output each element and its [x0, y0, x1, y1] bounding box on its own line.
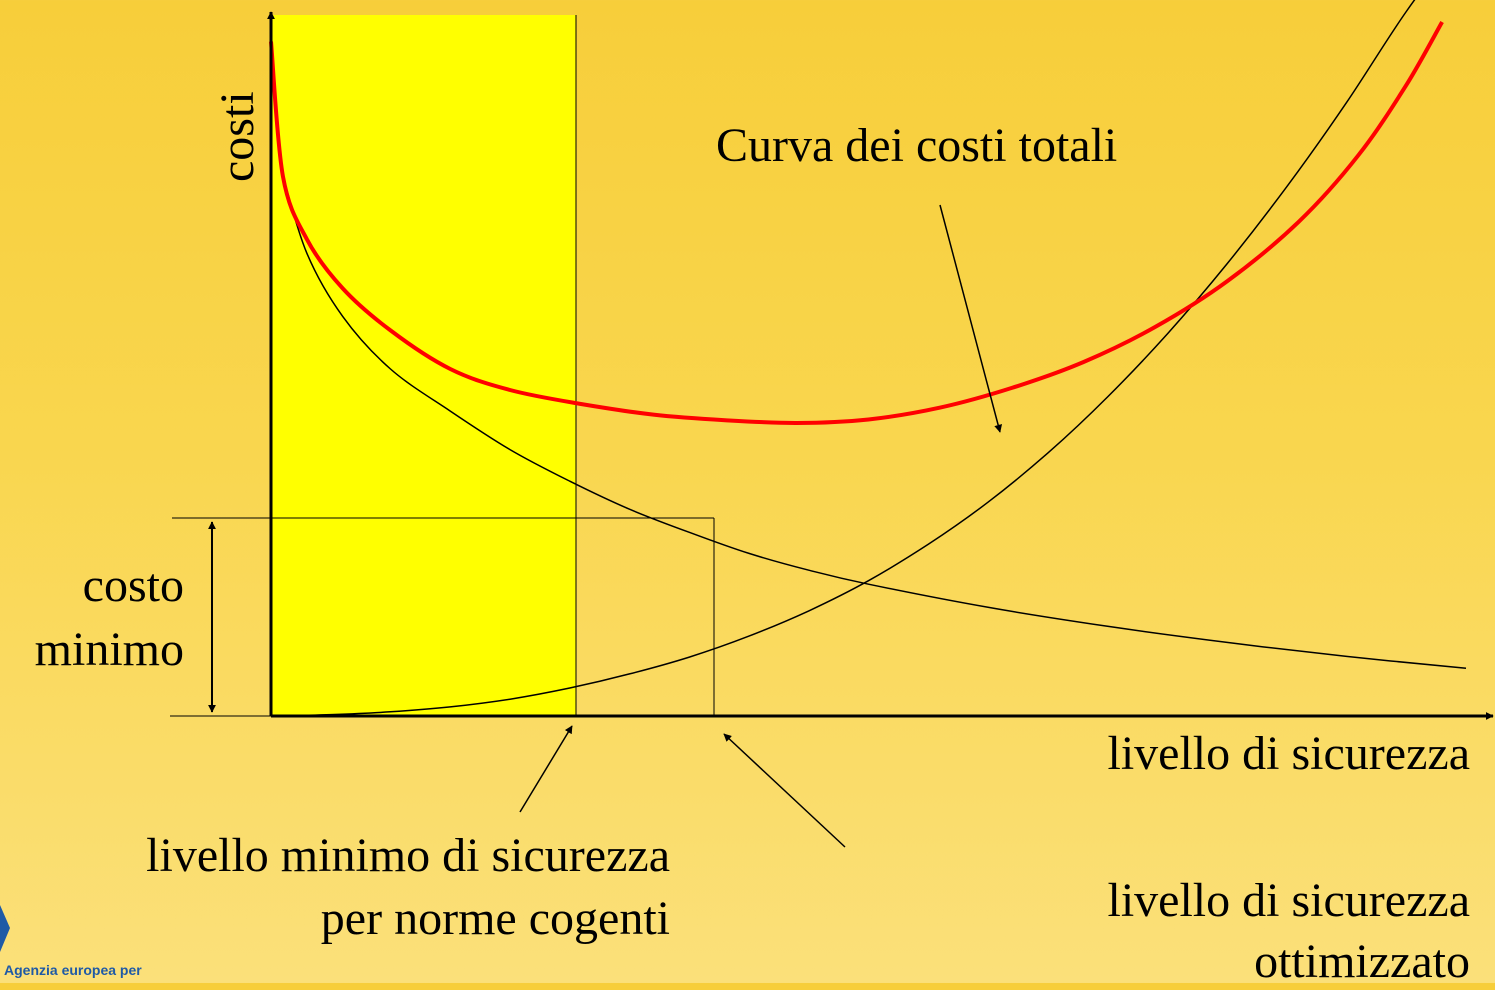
total-cost-curve-label: Curva dei costi totali: [716, 119, 1118, 172]
accident-cost-curve: [282, 175, 1467, 670]
min-cost-label-line1: costo: [82, 559, 184, 612]
x-axis-label: livello di sicurezza: [1107, 727, 1470, 780]
min-level-label-line2: per norme cogenti: [320, 892, 670, 945]
agency-logo-icon: [0, 905, 10, 952]
agency-logo-text: Agenzia europea per: [4, 962, 142, 978]
y-axis-label: costi: [211, 91, 264, 182]
min-level-label-line1: livello minimo di sicurezza: [146, 829, 670, 882]
optimal-level-label-line2: ottimizzato: [1254, 935, 1470, 988]
prevention-cost-curve: [270, 0, 1416, 717]
min-level-pointer-arrow: [519, 725, 573, 813]
total-curve-pointer-arrow: [939, 204, 1003, 433]
total-cost-curve: [269, 21, 1444, 426]
optimal-level-label-line1: livello di sicurezza: [1107, 874, 1470, 927]
optimal-level-pointer-arrow: [723, 733, 846, 848]
min-cost-label-line2: minimo: [34, 623, 184, 676]
mandatory-zone: [271, 15, 576, 716]
